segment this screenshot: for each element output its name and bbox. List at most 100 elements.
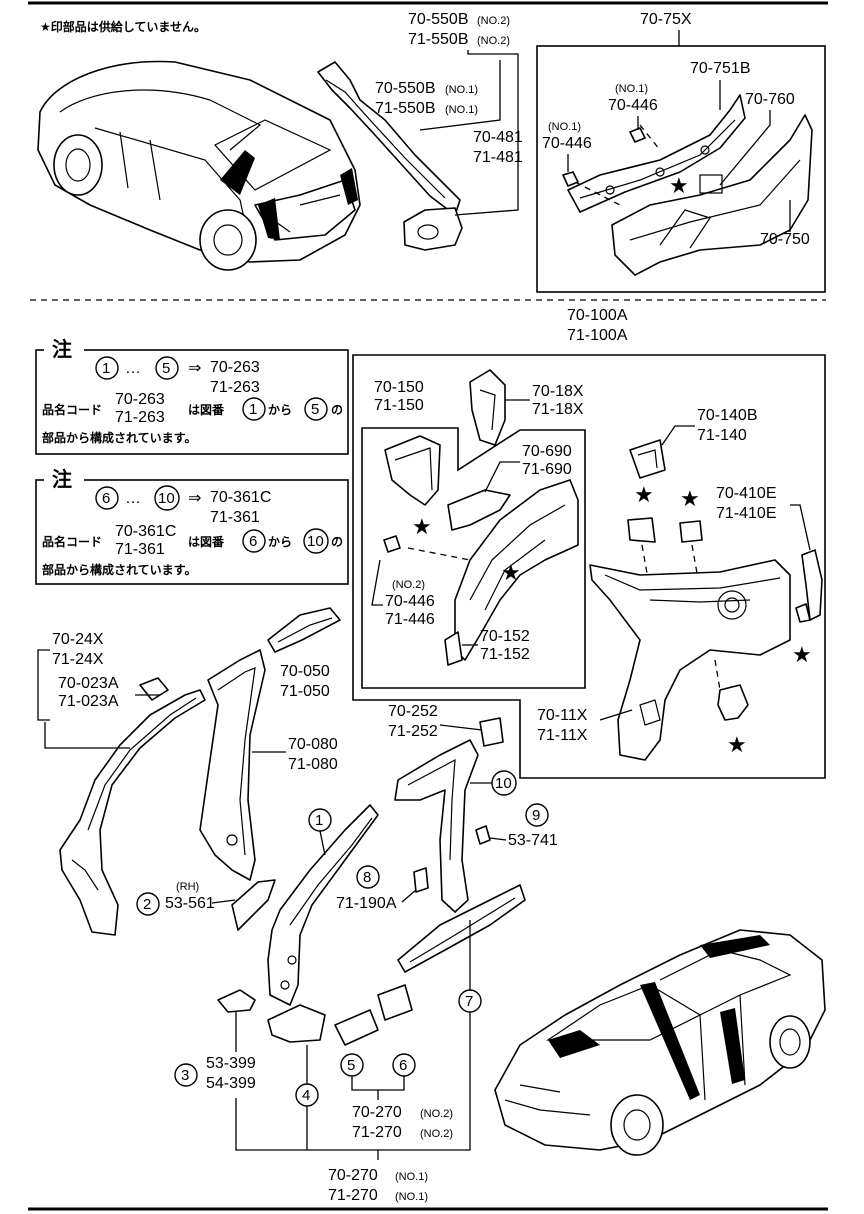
- car-front-illustration: [494, 929, 826, 1156]
- label-18x: 70-18X 71-18X: [505, 383, 584, 418]
- svg-text:70-263: 70-263: [115, 391, 165, 408]
- svg-text:★: ★: [634, 483, 654, 508]
- svg-text:70-750: 70-750: [760, 231, 810, 248]
- svg-text:(NO.2): (NO.2): [420, 1128, 453, 1140]
- part-wheelhouse-inner: [454, 479, 579, 661]
- svg-text:71-263: 71-263: [115, 409, 165, 426]
- label-550b-no1: 70-550B (NO.1) 71-550B (NO.1): [375, 80, 478, 117]
- label-446-mid: (NO.2) 70-446 71-446: [371, 559, 435, 628]
- label-270-no1: 70-270 (NO.1) 71-270 (NO.1): [328, 1167, 428, 1204]
- svg-text:6: 6: [102, 490, 110, 507]
- svg-text:(NO.1): (NO.1): [445, 104, 478, 116]
- svg-text:71-446: 71-446: [385, 611, 435, 628]
- svg-text:70-751B: 70-751B: [690, 60, 751, 77]
- svg-text:10: 10: [158, 490, 175, 507]
- svg-text:5: 5: [347, 1057, 355, 1074]
- label-24x: 70-24X 71-24X 70-023A 71-023A: [37, 631, 160, 749]
- label-190a: 71-190A: [336, 889, 417, 912]
- car-rear-illustration: [37, 60, 361, 271]
- svg-text:(NO.1): (NO.1): [548, 121, 581, 133]
- svg-text:(NO.1): (NO.1): [445, 84, 478, 96]
- part-callout-4: [267, 1004, 326, 1043]
- svg-text:から: から: [268, 535, 292, 549]
- part-150: [384, 435, 441, 506]
- svg-text:4: 4: [302, 1087, 310, 1104]
- svg-text:品名コード: 品名コード: [42, 402, 102, 417]
- part-callout-6: [377, 984, 413, 1021]
- svg-text:71-410E: 71-410E: [716, 505, 777, 522]
- part-561: [231, 879, 276, 931]
- svg-text:⇒: ⇒: [188, 360, 201, 377]
- svg-text:71-361: 71-361: [210, 509, 260, 526]
- svg-text:70-050: 70-050: [280, 663, 330, 680]
- svg-text:10: 10: [307, 533, 324, 550]
- svg-text:5: 5: [311, 401, 319, 418]
- svg-text:は図番: は図番: [188, 534, 225, 549]
- part-18x: [469, 369, 506, 446]
- svg-text:部品から構成されています。: 部品から構成されています。: [42, 430, 196, 445]
- label-751b: 70-751B: [690, 60, 751, 110]
- label-741: 53-741: [489, 832, 558, 849]
- svg-text:★: ★: [412, 515, 432, 540]
- svg-text:1: 1: [102, 360, 110, 377]
- label-152: 70-152 71-152: [462, 628, 530, 663]
- svg-text:1: 1: [315, 812, 323, 829]
- part-callout-1: [267, 804, 379, 1006]
- label-690: 70-690 71-690: [484, 443, 572, 493]
- svg-text:71-270: 71-270: [328, 1187, 378, 1204]
- svg-text:★: ★: [501, 561, 521, 586]
- svg-text:(NO.2): (NO.2): [477, 35, 510, 47]
- svg-text:70-760: 70-760: [745, 91, 795, 108]
- svg-text:から: から: [268, 403, 292, 417]
- svg-text:53-561: 53-561: [165, 895, 215, 912]
- label-150: 70-150 71-150: [374, 379, 424, 414]
- svg-text:70-100A: 70-100A: [567, 307, 628, 324]
- svg-text:71-690: 71-690: [522, 461, 572, 478]
- svg-text:54-399: 54-399: [206, 1075, 256, 1092]
- label-100a: 70-100A 71-100A: [567, 307, 628, 344]
- svg-text:★: ★: [669, 174, 689, 199]
- svg-text:71-481: 71-481: [473, 149, 523, 166]
- svg-text:10: 10: [495, 775, 512, 792]
- svg-text:(NO.1): (NO.1): [395, 1171, 428, 1183]
- box-150: [361, 427, 586, 689]
- svg-text:70-446: 70-446: [542, 135, 592, 152]
- label-550b-no2: 70-550B (NO.2) 71-550B (NO.2): [408, 11, 510, 48]
- part-050: [267, 607, 341, 653]
- svg-text:7: 7: [465, 993, 473, 1010]
- label-140b: 70-140B 71-140: [661, 407, 758, 446]
- label-399: 3 53-399 54-399: [174, 1012, 256, 1092]
- svg-text:71-080: 71-080: [288, 756, 338, 773]
- svg-text:2: 2: [143, 896, 151, 913]
- svg-text:★: ★: [727, 733, 747, 758]
- svg-text:★: ★: [680, 487, 700, 512]
- svg-text:…: …: [125, 360, 141, 377]
- rear-panel-lower: [611, 114, 813, 276]
- svg-text:70-550B: 70-550B: [408, 11, 469, 28]
- label-252: 70-252 71-252: [388, 703, 483, 740]
- part-24x: [59, 689, 206, 936]
- svg-text:…: …: [125, 490, 141, 507]
- svg-text:71-11X: 71-11X: [537, 727, 588, 744]
- svg-text:71-023A: 71-023A: [58, 693, 119, 710]
- svg-text:70-140B: 70-140B: [697, 407, 758, 424]
- svg-text:71-24X: 71-24X: [52, 651, 104, 668]
- svg-text:(RH): (RH): [176, 881, 199, 893]
- part-140b: [629, 439, 666, 479]
- svg-text:70-361C: 70-361C: [210, 489, 271, 506]
- label-270-no2: 70-270 (NO.2) 71-270 (NO.2): [352, 1104, 453, 1141]
- svg-text:70-270: 70-270: [352, 1104, 402, 1121]
- part-252: [479, 717, 504, 747]
- svg-text:70-361C: 70-361C: [115, 523, 176, 540]
- svg-text:(NO.1): (NO.1): [395, 1191, 428, 1203]
- label-050: 70-050 71-050: [280, 663, 330, 700]
- svg-text:70-11X: 70-11X: [537, 707, 588, 724]
- note-box-1: 注 1 … 5 ⇒ 70-263 71-263 品名コード 70-263 71-…: [35, 337, 349, 455]
- svg-text:71-152: 71-152: [480, 646, 530, 663]
- svg-text:71-270: 71-270: [352, 1124, 402, 1141]
- svg-text:は図番: は図番: [188, 402, 225, 417]
- svg-text:71-050: 71-050: [280, 683, 330, 700]
- svg-text:70-080: 70-080: [288, 736, 338, 753]
- svg-text:6: 6: [399, 1057, 407, 1074]
